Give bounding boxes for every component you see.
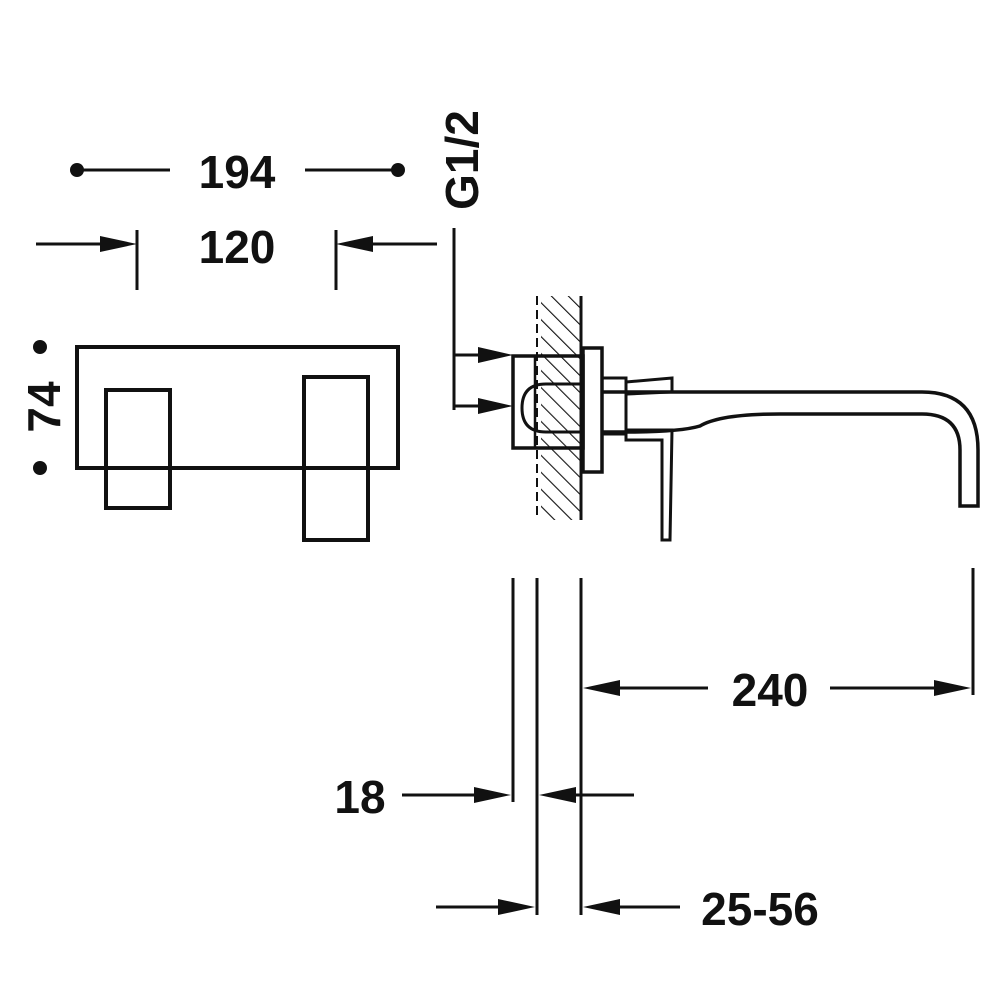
dim-74-label: 74 <box>18 381 70 433</box>
dim-194-group: 194 <box>70 146 405 198</box>
mixer-body <box>600 376 628 436</box>
right-handle <box>302 375 370 542</box>
dim-194-label: 194 <box>199 146 276 198</box>
dim-74-bottom-dot <box>33 461 47 475</box>
wall-plate <box>75 345 400 470</box>
thread-upper-arrow <box>478 347 513 363</box>
dim-120-right-arrow <box>336 236 373 252</box>
dim-240-group: 240 <box>583 664 971 716</box>
dim-74-group: 74 <box>18 340 70 475</box>
lever-handle <box>624 428 674 542</box>
dim-120-left-arrow <box>100 236 137 252</box>
dim-194-right-dot <box>391 163 405 177</box>
dim-74-top-dot <box>33 340 47 354</box>
thread-label: G1/2 <box>436 110 488 210</box>
left-handle <box>104 388 172 510</box>
thread-leader <box>452 228 513 414</box>
dim-18-left-arrow <box>474 787 511 803</box>
dim-25-56-label: 25-56 <box>701 883 819 935</box>
cartridge-outline <box>520 382 583 434</box>
dim-18-right-arrow <box>539 787 576 803</box>
front-view: 194 120 74 <box>18 146 437 542</box>
spout <box>602 390 980 508</box>
thread-lower-arrow <box>478 398 513 414</box>
plate-side <box>581 346 604 474</box>
dim-120-label: 120 <box>199 221 276 273</box>
wall-hatch <box>541 296 581 520</box>
dim-120-group: 120 <box>36 221 437 290</box>
dim-25-56-group: 25-56 <box>436 883 819 935</box>
dim-240-right-arrow <box>934 680 971 696</box>
side-view: G1/2 <box>334 110 980 935</box>
dim-18-label: 18 <box>334 771 385 823</box>
dim-25-56-left-arrow <box>498 899 535 915</box>
dim-240-label: 240 <box>732 664 809 716</box>
dim-18-group: 18 <box>334 771 634 823</box>
